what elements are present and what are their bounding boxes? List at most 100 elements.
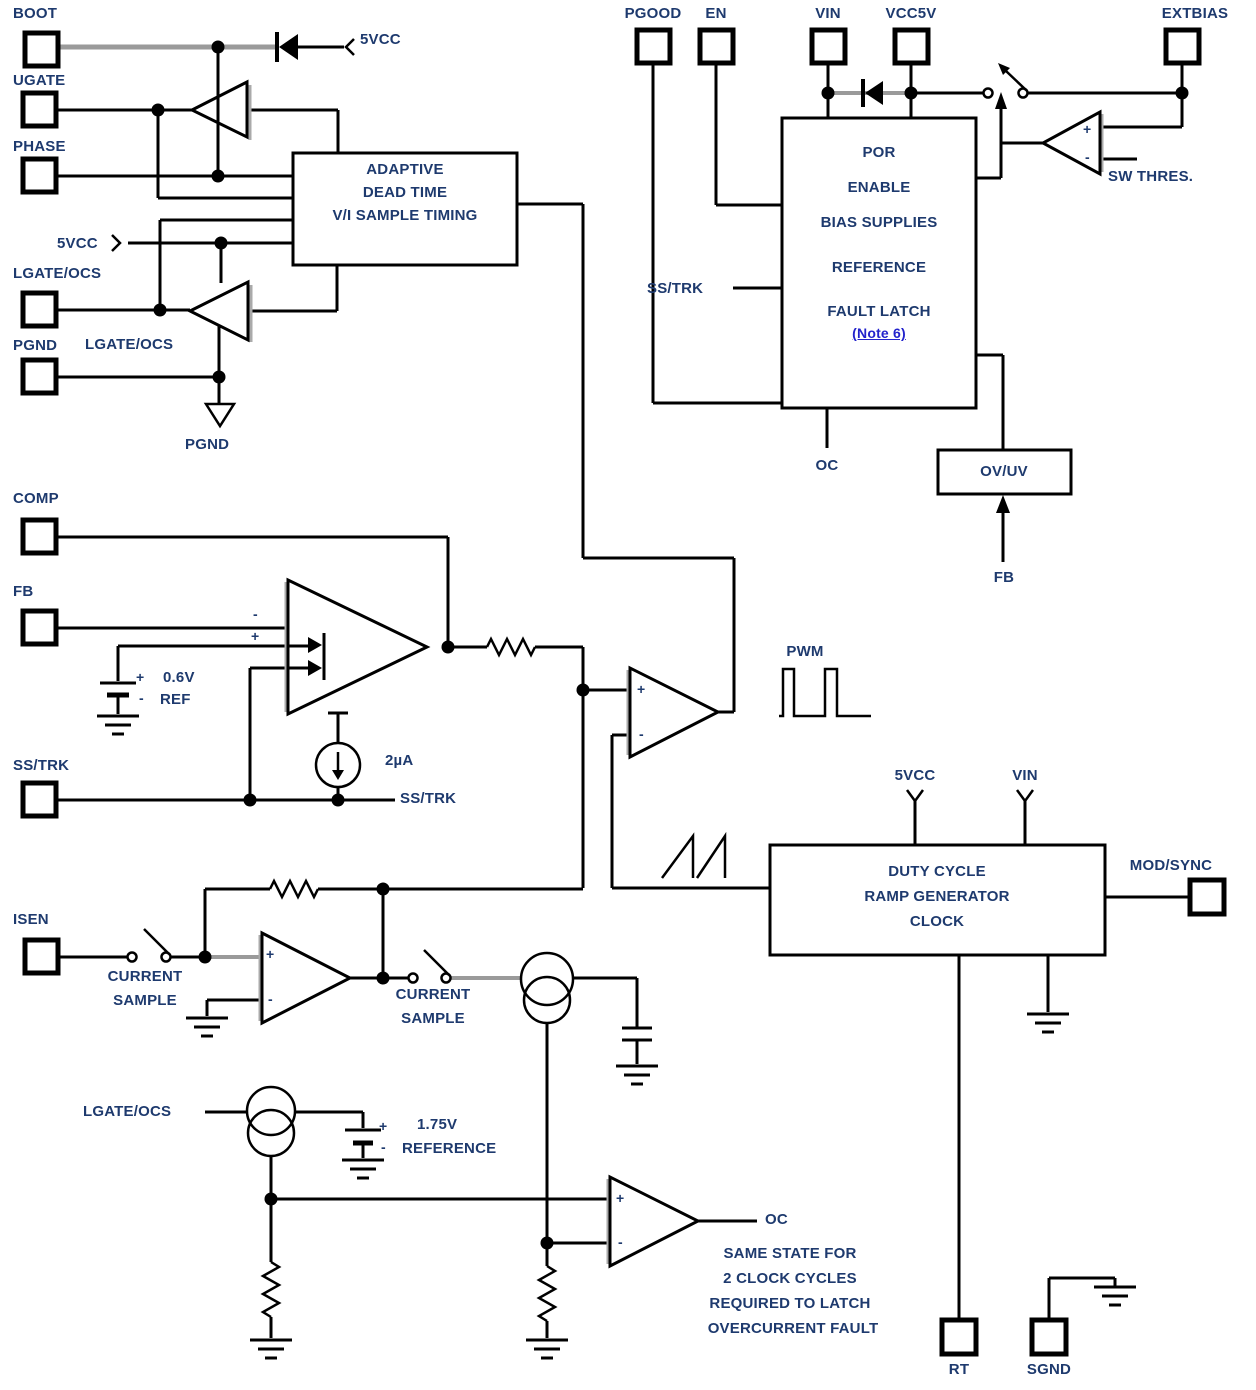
resistor-ocset	[260, 1260, 282, 1319]
current-sample-label-1b: SAMPLE	[113, 992, 177, 1009]
extbias-switch	[982, 63, 1029, 109]
net-label-lgate-ocs-sample: LGATE/OCS	[83, 1103, 172, 1120]
current-sample-switch-2	[407, 949, 452, 984]
error-amplifier	[284, 577, 431, 717]
ground-icon	[342, 1158, 384, 1180]
resistor-current-fb	[268, 878, 320, 900]
switch-control-arrow	[995, 92, 1007, 109]
sample-current-mirror	[519, 951, 575, 1025]
pin-label-isen: ISEN	[13, 911, 49, 928]
ground-symbols	[97, 714, 1136, 1360]
ugate-driver	[188, 79, 252, 140]
waveforms	[660, 667, 871, 879]
resistor-ea-output	[485, 636, 537, 658]
junction-dots	[151, 40, 1189, 1250]
minus-sign: -	[268, 991, 273, 1007]
pin-label-sgnd: SGND	[1026, 1361, 1072, 1378]
current-sample-label-1a: CURRENT	[107, 968, 183, 985]
chevron-right-icon	[111, 234, 122, 252]
pin-lgate-ocs	[20, 290, 59, 329]
pwm-comparator	[626, 665, 722, 760]
pin-label-vin: VIN	[815, 5, 841, 22]
pin-vcc5v	[892, 27, 931, 66]
current-sample-switch-1	[126, 928, 172, 963]
pin-ss-trk	[20, 780, 59, 819]
hold-capacitor	[622, 1026, 652, 1042]
pin-label-pgood: PGOOD	[624, 5, 682, 22]
bias-current-value: 2µA	[385, 752, 414, 769]
ref-battery-1v75	[345, 1128, 381, 1146]
current-sample-label-2b: SAMPLE	[401, 1010, 465, 1027]
minus-sign: -	[253, 606, 258, 622]
ramp-generator-block	[768, 843, 1107, 957]
note-6-link[interactable]: (Note 6)	[852, 325, 906, 341]
por-block-line4: REFERENCE	[831, 259, 927, 276]
fb-arrow-icon	[996, 495, 1010, 513]
ref-plus-sign: +	[136, 669, 145, 685]
connector-chevrons	[111, 38, 1035, 804]
por-block-line5: FAULT LATCH	[827, 303, 931, 320]
resistor-sample	[536, 1264, 558, 1323]
oc-note-line2: 2 CLOCK CYCLES	[723, 1270, 857, 1287]
adaptive-dead-time-block	[291, 151, 519, 267]
sample-amplifier	[258, 930, 354, 1026]
ref-value: 0.6V	[163, 669, 195, 686]
pin-comp	[20, 517, 59, 556]
oc-ref-label: REFERENCE	[402, 1140, 497, 1157]
boot-diode	[275, 32, 298, 62]
pwm-waveform	[779, 667, 871, 718]
pin-fb	[20, 608, 59, 647]
pin-label-fb: FB	[13, 583, 34, 600]
adaptive-block-line1: ADAPTIVE	[366, 161, 444, 178]
net-label-5vcc-lgate: 5VCC	[57, 235, 98, 252]
oc-ref-minus-sign: -	[381, 1139, 386, 1155]
plus-sign: +	[637, 681, 646, 697]
net-label-fb-ovuv: FB	[993, 569, 1015, 586]
ground-icon	[1094, 1285, 1136, 1307]
oc-comparator	[606, 1174, 702, 1269]
pin-en	[697, 27, 736, 66]
pin-label-vcc5v: VCC5V	[885, 5, 937, 22]
ref-minus-sign: -	[139, 690, 144, 706]
ovuv-block-label: OV/UV	[980, 463, 1028, 480]
lgate-driver	[186, 279, 253, 343]
pin-label-phase: PHASE	[13, 138, 66, 155]
net-label-pgnd: PGND	[185, 436, 230, 453]
por-block-line1: POR	[862, 144, 896, 161]
net-label-oc-out: OC	[765, 1211, 788, 1228]
pin-label-comp: COMP	[13, 490, 59, 507]
plus-sign: +	[1083, 121, 1092, 137]
pin-pgnd	[20, 357, 59, 396]
pin-label-mod-sync: MOD/SYNC	[1129, 857, 1213, 874]
arrow-down-icon	[1015, 789, 1035, 804]
vin-vcc5v-diode	[861, 79, 883, 107]
net-label-oc-por: OC	[815, 457, 839, 474]
por-enable-block	[780, 116, 978, 410]
pin-sgnd	[1029, 1317, 1069, 1357]
arrow-down-icon	[905, 789, 925, 804]
current-sample-label-2a: CURRENT	[395, 986, 471, 1003]
ground-icon	[97, 714, 139, 736]
pin-pgood	[634, 27, 673, 66]
minus-sign: -	[639, 726, 644, 742]
pin-label-lgate-ocs: LGATE/OCS	[13, 265, 102, 282]
sawtooth-waveform	[660, 831, 727, 879]
pin-ugate	[20, 90, 59, 129]
pin-label-en: EN	[705, 5, 727, 22]
ground-icon	[186, 1016, 228, 1038]
net-label-5vcc-boot: 5VCC	[360, 31, 401, 48]
net-label-sw-thres: SW THRES.	[1108, 168, 1194, 185]
wires	[57, 44, 1190, 1338]
net-label-pwm: PWM	[786, 643, 824, 660]
ovuv-block	[936, 448, 1073, 496]
ground-icon	[526, 1338, 568, 1360]
ocset-current-mirror	[245, 1085, 297, 1158]
por-block-line2: ENABLE	[847, 179, 911, 196]
ramp-block-line3: CLOCK	[909, 913, 965, 930]
net-label-ss-trk-ea: SS/TRK	[400, 790, 457, 807]
oc-ref-value: 1.75V	[417, 1116, 458, 1133]
net-label-lgate-ocs-driver: LGATE/OCS	[85, 336, 174, 353]
ref-label: REF	[160, 691, 191, 708]
sw-thres-comparator	[1039, 109, 1104, 177]
